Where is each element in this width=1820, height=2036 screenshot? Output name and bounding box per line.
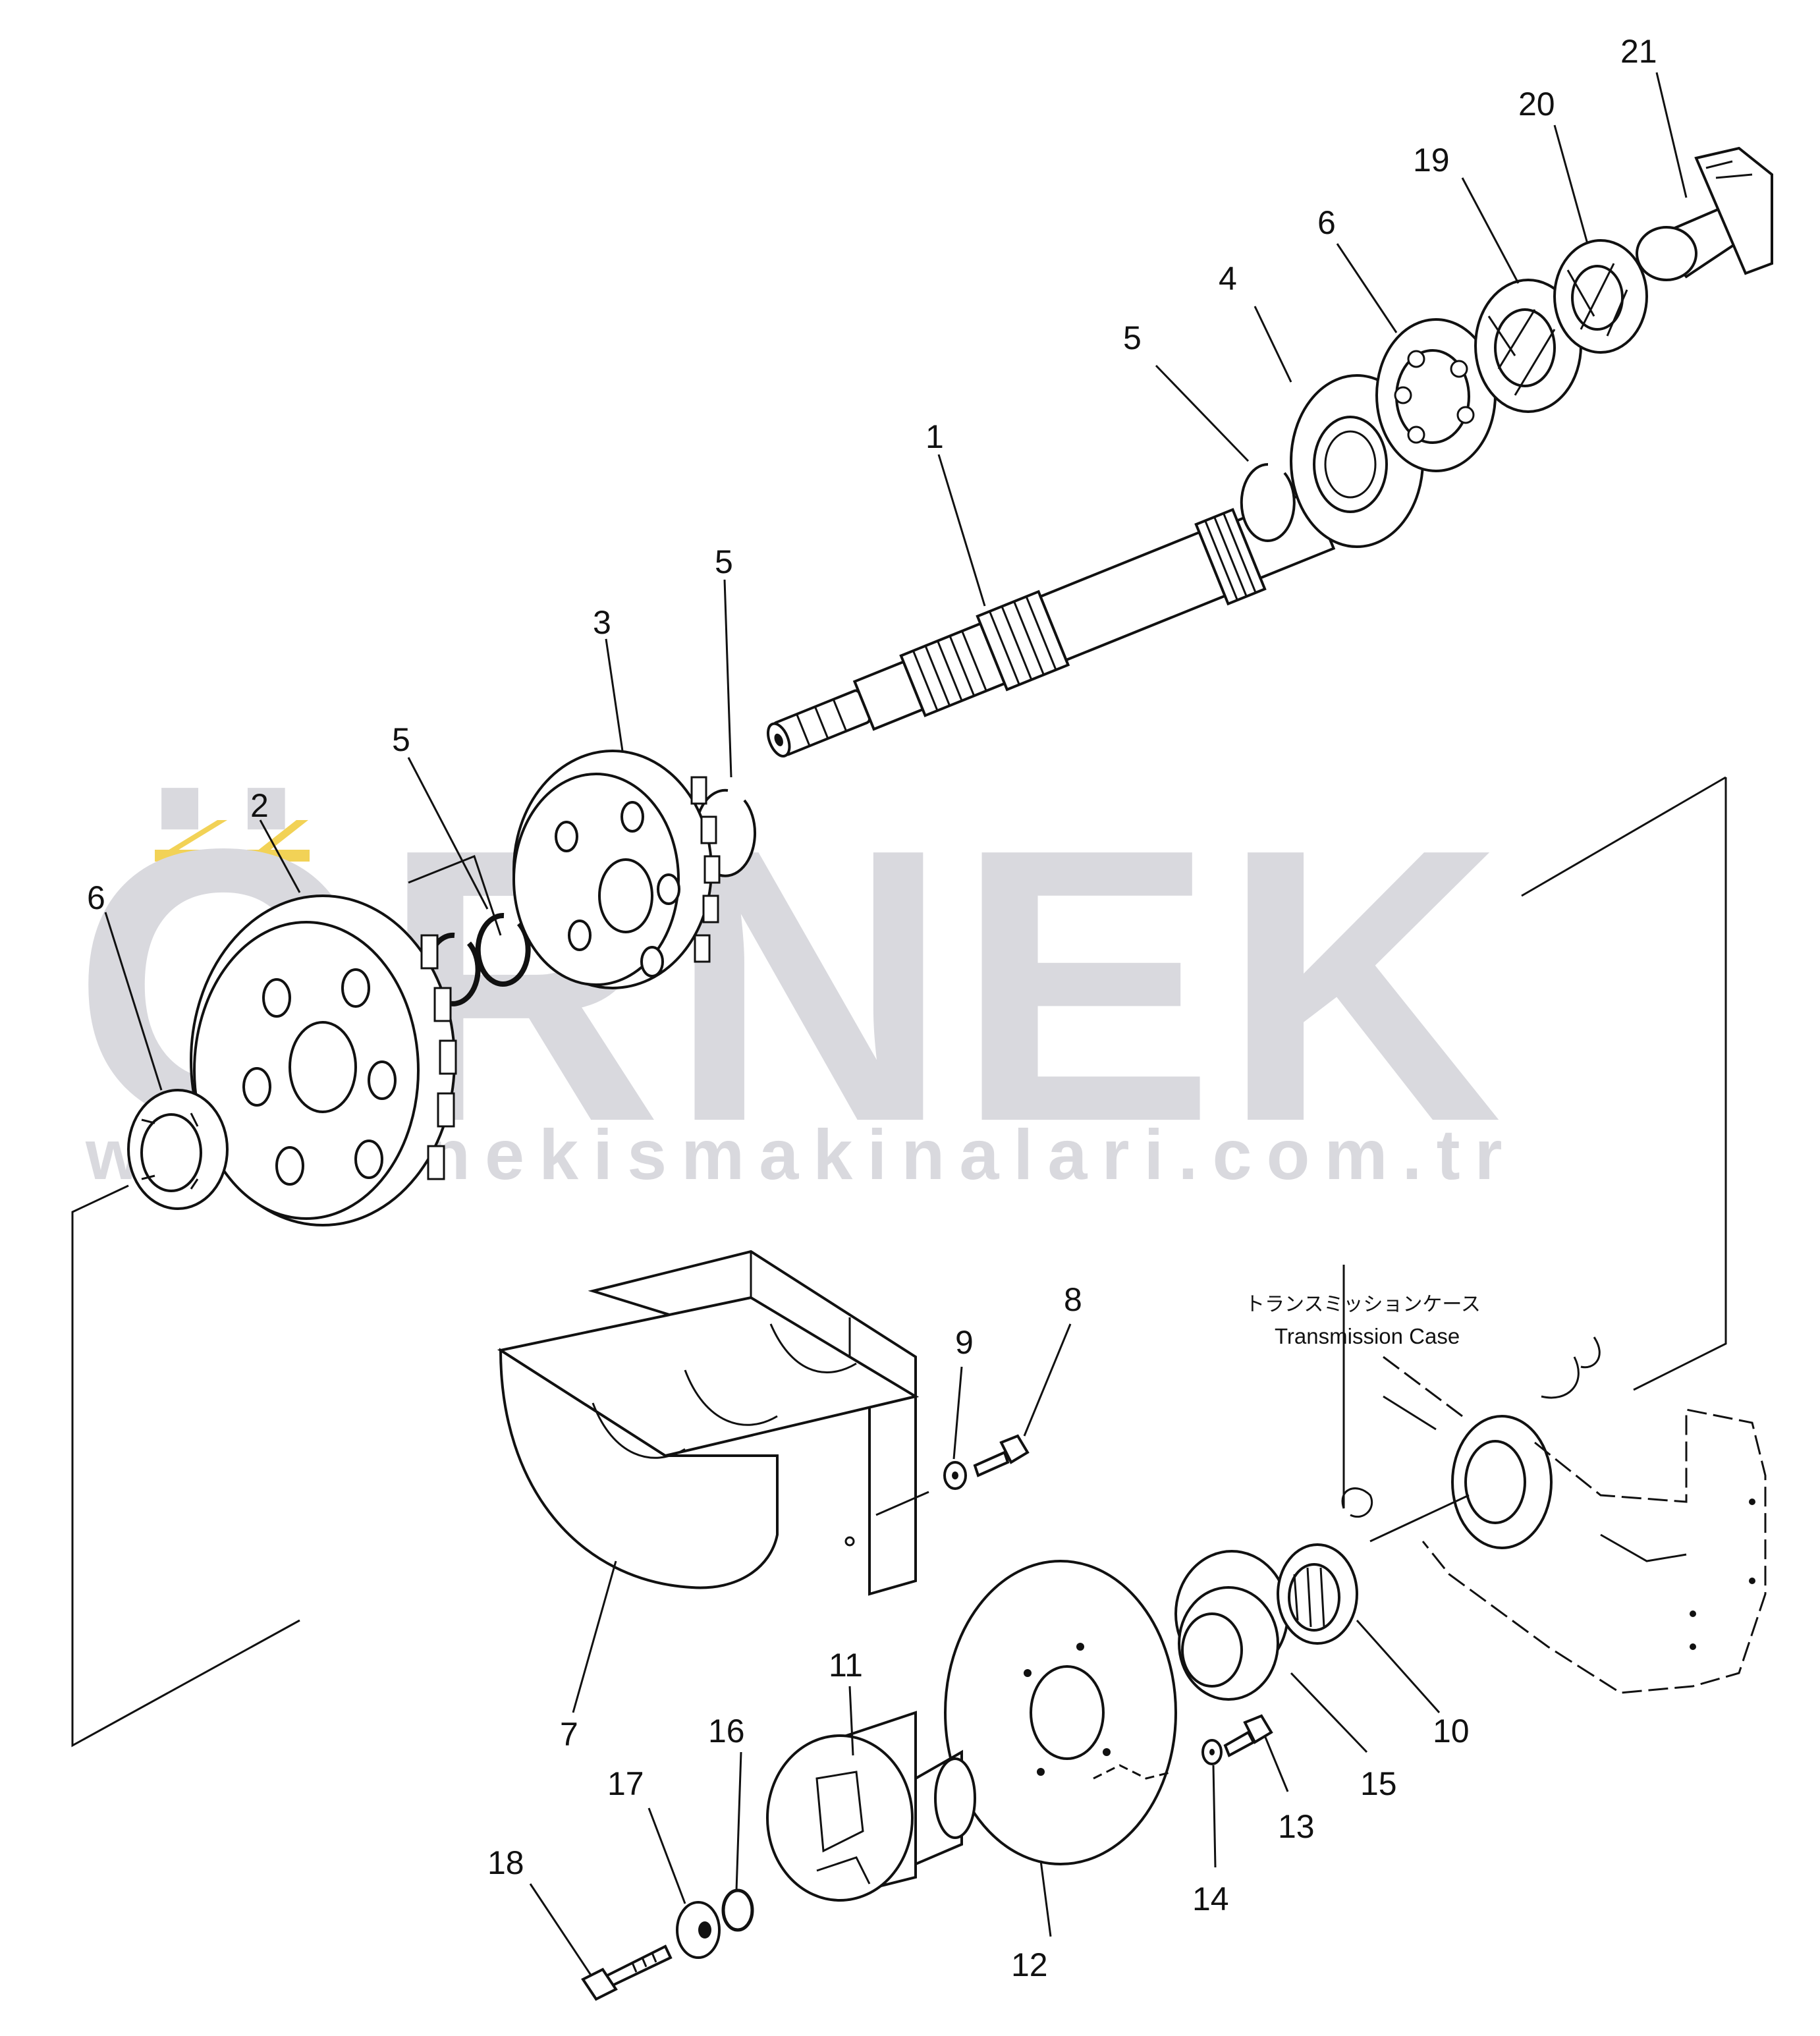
callout-7: 7 xyxy=(560,1716,578,1753)
callout-17: 17 xyxy=(607,1765,644,1802)
callout-2: 2 xyxy=(250,787,269,824)
part-15-seal-carrier xyxy=(1174,1550,1289,1701)
part-6-bearing-right xyxy=(1375,318,1497,472)
case-label-japanese: トランスミッションケース xyxy=(1245,1293,1481,1316)
part-8-bolt xyxy=(973,1434,1030,1477)
part-3-gear xyxy=(512,750,721,989)
part-9-washer xyxy=(943,1461,967,1490)
callout-13: 13 xyxy=(1278,1808,1315,1845)
callout-3: 3 xyxy=(593,604,611,641)
callout-6-left: 6 xyxy=(87,879,105,916)
part-6-bearing-left xyxy=(127,1089,229,1210)
callout-14: 14 xyxy=(1192,1881,1229,1917)
transmission-case xyxy=(1341,1336,1767,1694)
part-12-cover-plate xyxy=(944,1560,1177,1865)
callout-4: 4 xyxy=(1219,260,1237,297)
callout-8: 8 xyxy=(1064,1281,1082,1318)
case-label-english: Transmission Case xyxy=(1275,1324,1460,1348)
callout-20: 20 xyxy=(1518,86,1555,123)
part-21-flange xyxy=(1636,146,1773,281)
part-20-bearing xyxy=(1553,239,1648,354)
callout-19: 19 xyxy=(1413,142,1450,179)
callout-18: 18 xyxy=(487,1844,524,1881)
part-2-gear xyxy=(190,894,457,1226)
callout-15: 15 xyxy=(1360,1765,1397,1802)
part-10-bearing xyxy=(1277,1543,1358,1645)
callout-labels: 1 2 3 4 5 5 5 6 6 7 8 9 10 11 12 13 14 1… xyxy=(87,33,1657,1983)
watermark-accent-right xyxy=(250,820,308,856)
watermark-accent-left xyxy=(158,820,227,856)
callout-9: 9 xyxy=(955,1324,974,1361)
part-13-bolt xyxy=(1223,1714,1273,1757)
callout-5-shaft-ring: 5 xyxy=(715,543,733,580)
callout-16: 16 xyxy=(708,1713,745,1749)
part-7-baffle xyxy=(497,1250,920,1596)
callout-6-right: 6 xyxy=(1317,204,1336,241)
callout-5-ring-pair: 5 xyxy=(392,721,410,758)
callout-12: 12 xyxy=(1011,1946,1048,1983)
callout-1: 1 xyxy=(925,418,944,455)
transmission-case-label: トランスミッションケース Transmission Case xyxy=(1245,1293,1481,1348)
callout-10: 10 xyxy=(1433,1713,1470,1749)
leader-lines xyxy=(104,72,1688,1977)
callout-5-bearing-ring: 5 xyxy=(1123,319,1142,356)
part-14-washer xyxy=(1201,1739,1223,1765)
callout-21: 21 xyxy=(1620,33,1657,70)
part-11-coupling xyxy=(766,1711,976,1902)
assembly-lines xyxy=(71,776,1727,1747)
part-16-o-ring xyxy=(721,1888,754,1932)
part-5-snap-ring-bearing xyxy=(1240,462,1296,542)
part-18-bolt xyxy=(581,1944,673,2001)
part-17-washer xyxy=(676,1901,721,1959)
callout-11: 11 xyxy=(829,1647,863,1684)
